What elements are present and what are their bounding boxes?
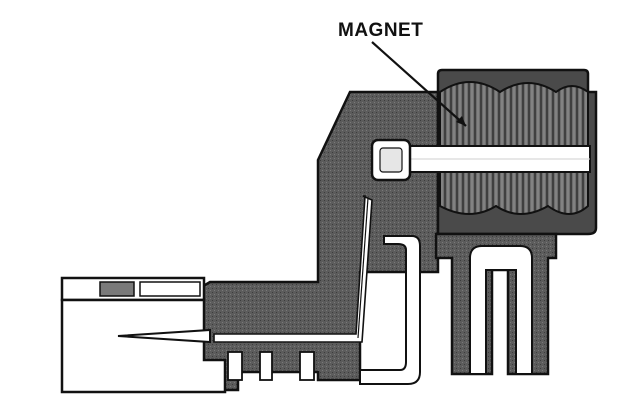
magnet-core [399, 145, 591, 173]
pole-piece [370, 138, 412, 182]
magnet-label: MAGNET [338, 20, 423, 41]
mounting-flange [434, 232, 558, 376]
magnet-arrowhead [456, 116, 466, 126]
magnet-callout: MAGNET [338, 20, 467, 127]
housing-groove [359, 235, 421, 385]
lead-wire [213, 195, 373, 343]
connector-shell [60, 276, 227, 394]
terminal-pin [117, 328, 211, 344]
magnet-assembly [436, 68, 598, 236]
magnet-leader-line [371, 41, 467, 127]
housing-tabs [227, 351, 315, 381]
